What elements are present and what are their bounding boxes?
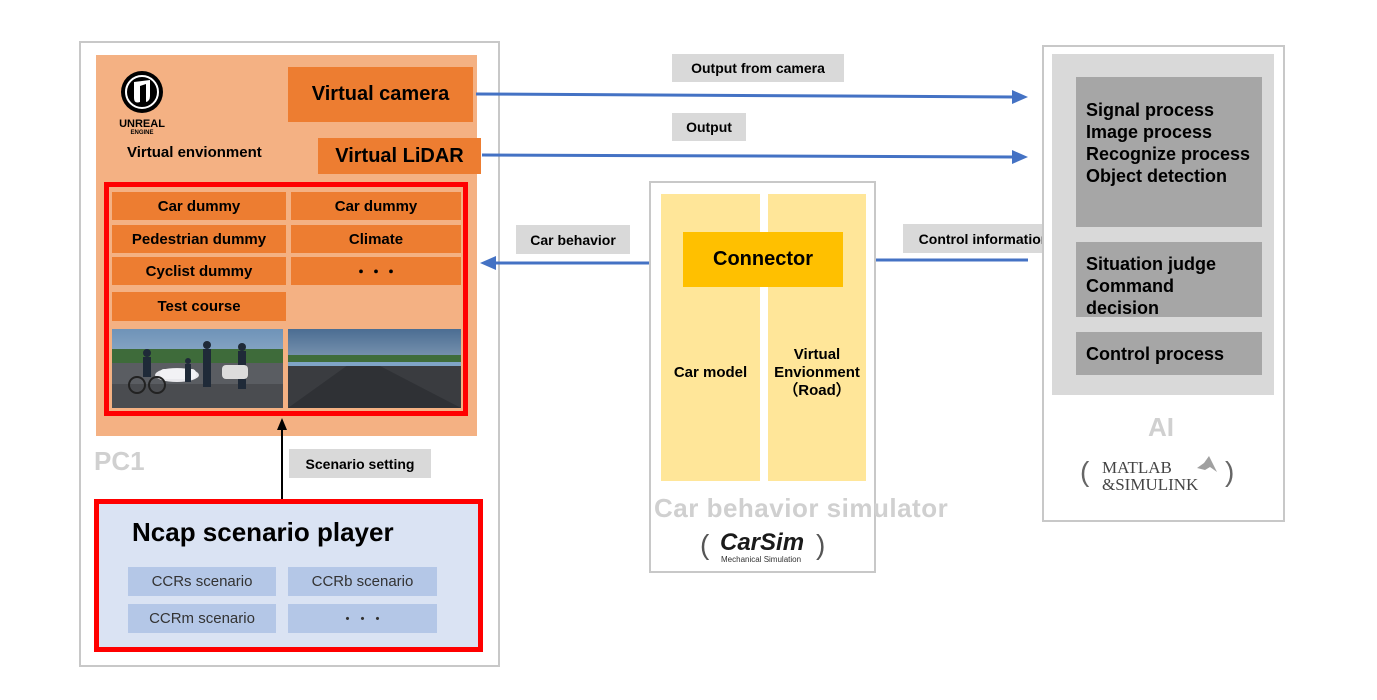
unreal-engine-logo: UNREAL ENGINE xyxy=(110,68,174,138)
recognize-process-label: Recognize process xyxy=(1086,144,1251,164)
scenario-ellipsis: ・・・ xyxy=(288,604,437,633)
output-label: Output xyxy=(672,113,746,141)
asset-climate: Climate xyxy=(291,225,461,253)
asset-car-dummy-2: Car dummy xyxy=(291,192,461,220)
carsim-logo: ( CarSim Mechanical Simulation ) xyxy=(700,527,834,567)
connector-box: Connector xyxy=(683,232,843,287)
virtual-env-line3: （Road） xyxy=(783,381,851,399)
scene-image-dummies xyxy=(112,329,283,408)
pc1-label: PC1 xyxy=(94,446,145,476)
scenario-ccrm: CCRm scenario xyxy=(128,604,276,633)
unreal-logo-line1: UNREAL xyxy=(119,118,165,130)
image-process-label: Image process xyxy=(1086,122,1213,142)
lidar-output-arrow xyxy=(481,153,1015,159)
car-behavior-label: Car behavior xyxy=(516,225,630,254)
scene-image-road xyxy=(288,329,461,408)
asset-ellipsis: ・・・ xyxy=(291,257,461,285)
virtual-camera-box: Virtual camera xyxy=(288,67,473,122)
unreal-logo-icon xyxy=(121,71,163,113)
matlab-simulink-logo: ( MATLAB &SIMULINK ) xyxy=(1080,452,1240,496)
ncap-title: Ncap scenario player xyxy=(132,517,394,547)
asset-pedestrian-dummy: Pedestrian dummy xyxy=(112,225,286,253)
matlab-wordmark: MATLAB xyxy=(1102,458,1172,477)
signal-process-label: Signal process xyxy=(1086,100,1215,120)
ai-block-decision: Situation judge Command decision xyxy=(1076,242,1262,318)
asset-car-dummy-1: Car dummy xyxy=(112,192,286,220)
asset-test-course: Test course xyxy=(112,292,286,321)
camera-output-label: Output from camera xyxy=(672,54,844,82)
camera-output-arrow xyxy=(475,92,1015,99)
unreal-logo-line2: ENGINE xyxy=(130,130,154,136)
scenario-ccrs: CCRs scenario xyxy=(128,567,276,596)
carsim-paren-open: ( xyxy=(700,529,710,560)
virtual-env-line2: Envionment xyxy=(774,363,860,381)
situation-judge-label: Situation judge xyxy=(1086,254,1216,274)
car-model-label: Car model xyxy=(673,363,748,381)
virtual-lidar-box: Virtual LiDAR xyxy=(318,138,481,174)
object-detection-label: Object detection xyxy=(1086,166,1228,186)
asset-cyclist-dummy: Cyclist dummy xyxy=(112,257,286,285)
asset-panel xyxy=(104,182,468,416)
matlab-paren-open: ( xyxy=(1080,456,1090,487)
ai-block-control: Control process xyxy=(1076,332,1262,375)
simulator-title: Car behavior simulator xyxy=(654,493,949,523)
control-information-label: Control information xyxy=(903,224,1065,253)
ai-block-perception: Signal process Image process Recognize p… xyxy=(1076,77,1262,227)
scenario-setting-label: Scenario setting xyxy=(289,449,431,478)
simulink-wordmark: &SIMULINK xyxy=(1102,475,1199,494)
carsim-wordmark: CarSim xyxy=(720,529,805,556)
virtual-env-line1: Virtual xyxy=(793,345,841,363)
matlab-paren-close: ) xyxy=(1225,456,1235,487)
scenario-ccrb: CCRb scenario xyxy=(288,567,437,596)
carsim-subtitle: Mechanical Simulation xyxy=(721,555,802,564)
command-decision-label: Command decision xyxy=(1086,276,1175,318)
ai-title: AI xyxy=(1148,412,1174,442)
matlab-membrane-icon xyxy=(1197,456,1217,472)
carsim-paren-close: ) xyxy=(816,529,826,560)
virtual-environment-label: Virtual envionment xyxy=(127,144,262,161)
